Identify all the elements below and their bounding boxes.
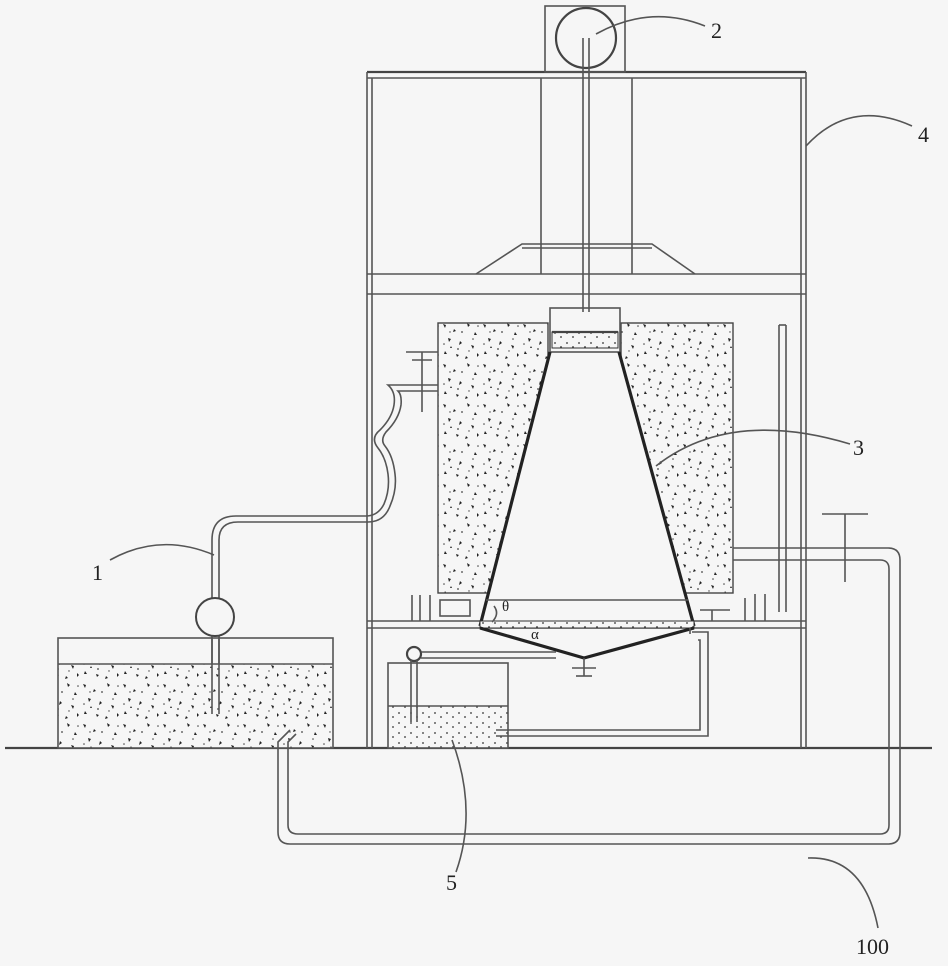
return-pipe xyxy=(277,513,901,845)
leader-3 xyxy=(655,429,851,467)
feed-pump-icon xyxy=(195,597,235,637)
frame-structure xyxy=(366,70,807,748)
leader-100 xyxy=(807,857,879,929)
label-4: 4 xyxy=(918,122,929,147)
inlet-valve xyxy=(406,351,438,412)
angle-theta: θ xyxy=(502,599,509,615)
cone-vessel xyxy=(478,307,696,677)
leader-5 xyxy=(451,739,467,873)
right-probe xyxy=(778,324,787,612)
platform-fittings xyxy=(411,594,766,634)
collection-tank xyxy=(387,631,709,749)
label-1: 1 xyxy=(92,560,103,585)
label-5: 5 xyxy=(446,870,457,895)
label-2: 2 xyxy=(711,18,722,43)
label-100: 100 xyxy=(856,934,889,959)
leader-2 xyxy=(595,15,706,35)
leader-1 xyxy=(109,543,215,561)
leader-4 xyxy=(805,114,913,147)
motor xyxy=(544,5,626,312)
angle-alpha: α xyxy=(531,627,539,643)
feed-tank xyxy=(57,597,334,749)
feed-pipe xyxy=(211,384,438,690)
label-3: 3 xyxy=(853,435,864,460)
